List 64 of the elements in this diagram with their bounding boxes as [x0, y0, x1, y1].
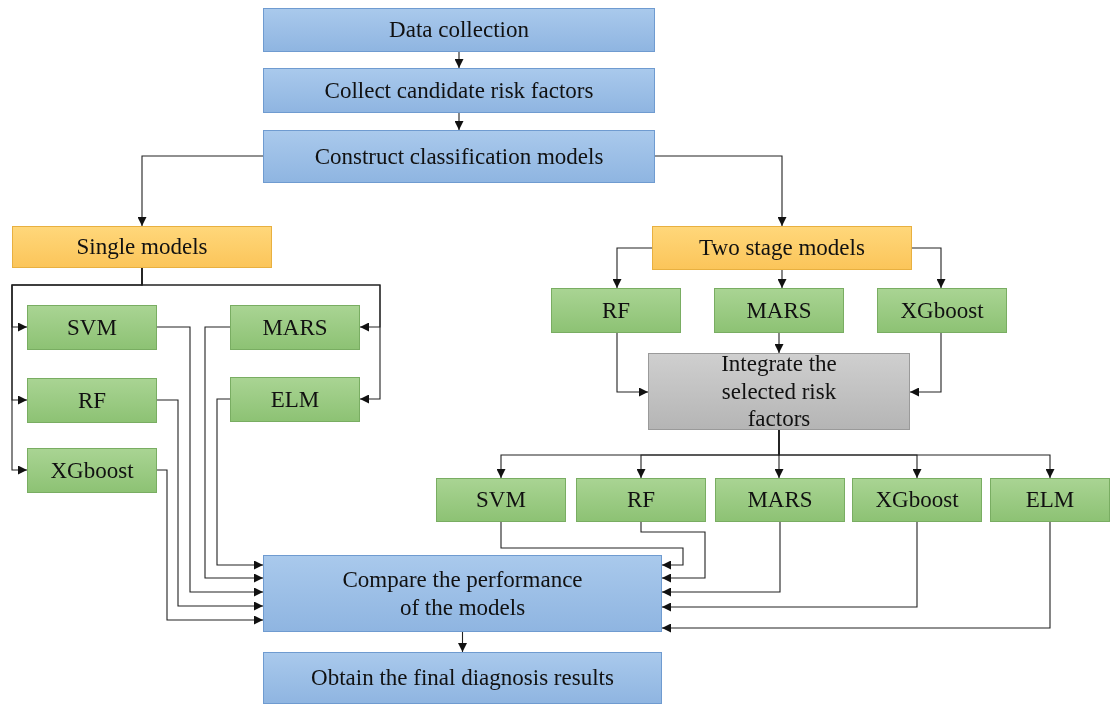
arrow	[911, 247, 946, 289]
arrow	[156, 469, 264, 625]
model-box	[852, 478, 982, 522]
node-label: Two stage models	[699, 234, 865, 262]
arrow	[616, 332, 649, 397]
category-box	[12, 226, 272, 268]
node-label: XGboost	[900, 296, 984, 325]
model-box	[27, 448, 157, 493]
node-label: Data collection	[389, 16, 529, 44]
node-label: SVM	[476, 486, 526, 514]
node-label: XGboost	[50, 456, 134, 485]
arrow	[909, 332, 942, 397]
model-box	[715, 478, 845, 522]
node-label: Compare the performance of the models	[341, 565, 584, 622]
arrow	[454, 112, 464, 131]
node-label: RF	[77, 386, 107, 415]
arrow	[156, 326, 264, 597]
arrow	[204, 326, 264, 583]
arrow	[661, 521, 1051, 633]
process-box	[263, 555, 662, 632]
node-label: Construct classification models	[314, 142, 604, 171]
arrow	[654, 155, 787, 227]
arrow	[778, 429, 1055, 479]
model-box	[230, 305, 360, 350]
arrow	[454, 51, 464, 69]
node-label: Single models	[76, 233, 208, 261]
model-box	[877, 288, 1007, 333]
model-box	[990, 478, 1110, 522]
process-box	[263, 652, 662, 704]
model-box	[714, 288, 844, 333]
arrow	[458, 631, 467, 653]
node-label: MARS	[262, 313, 328, 342]
node-label: SVM	[67, 313, 117, 342]
arrow	[612, 247, 653, 289]
arrow	[500, 521, 684, 570]
node-label: MARS	[747, 486, 813, 514]
process-box	[263, 130, 655, 183]
arrow	[156, 399, 264, 611]
node-label: RF	[626, 486, 656, 514]
arrow	[137, 155, 264, 227]
node-label: Integrate the selected risk factors	[720, 350, 838, 433]
model-box	[27, 378, 157, 423]
model-box	[576, 478, 706, 522]
node-label: Collect candidate risk factors	[324, 76, 594, 105]
arrow	[216, 398, 264, 570]
arrow	[774, 332, 784, 354]
category-box	[652, 226, 912, 270]
arrow	[661, 521, 781, 597]
process-box	[263, 68, 655, 113]
node-label: XGboost	[875, 486, 959, 514]
model-box	[551, 288, 681, 333]
node-label: Obtain the final diagnosis results	[311, 664, 614, 692]
process-box	[263, 8, 655, 52]
arrow	[640, 521, 706, 583]
model-box	[27, 305, 157, 350]
model-box	[436, 478, 566, 522]
model-box	[230, 377, 360, 422]
arrow	[777, 269, 787, 289]
node-label: ELM	[1025, 486, 1075, 514]
process-box	[648, 353, 910, 430]
arrow	[661, 521, 918, 612]
node-label: MARS	[746, 296, 812, 325]
node-label: RF	[601, 296, 631, 325]
node-label: ELM	[270, 385, 320, 414]
